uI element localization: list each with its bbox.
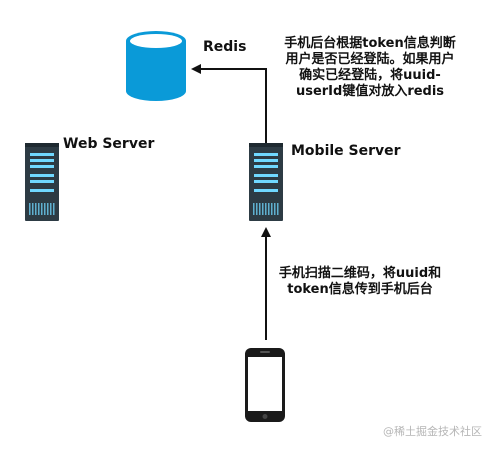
server-note-line-2: 用户是否已经登陆。如果用户 xyxy=(285,52,455,67)
server-note-line-3: 确实已经登陆，将uuid- xyxy=(299,68,441,83)
server-note-line-1: 手机后台根据token信息判断 xyxy=(284,36,456,51)
phone-note-line-1: 手机扫描二维码，将uuid和 xyxy=(278,266,442,281)
mobile-server-icon xyxy=(249,143,283,221)
smartphone-icon xyxy=(245,348,285,422)
redis-database-icon xyxy=(126,31,186,101)
mobile-server-label: Mobile Server xyxy=(291,143,401,159)
phone-note: 手机扫描二维码，将uuid和 token信息传到手机后台 xyxy=(270,266,450,298)
server-note: 手机后台根据token信息判断 用户是否已经登陆。如果用户 确实已经登陆，将uu… xyxy=(270,36,470,100)
phone-note-line-2: token信息传到手机后台 xyxy=(287,282,433,297)
watermark: @稀土掘金技术社区 xyxy=(383,425,482,438)
server-to-redis-arrow xyxy=(191,64,267,143)
web-server-label: Web Server xyxy=(63,136,155,152)
web-server-icon xyxy=(25,143,59,221)
redis-label: Redis xyxy=(203,39,247,55)
server-note-line-4: userId键值对放入redis xyxy=(295,84,445,99)
